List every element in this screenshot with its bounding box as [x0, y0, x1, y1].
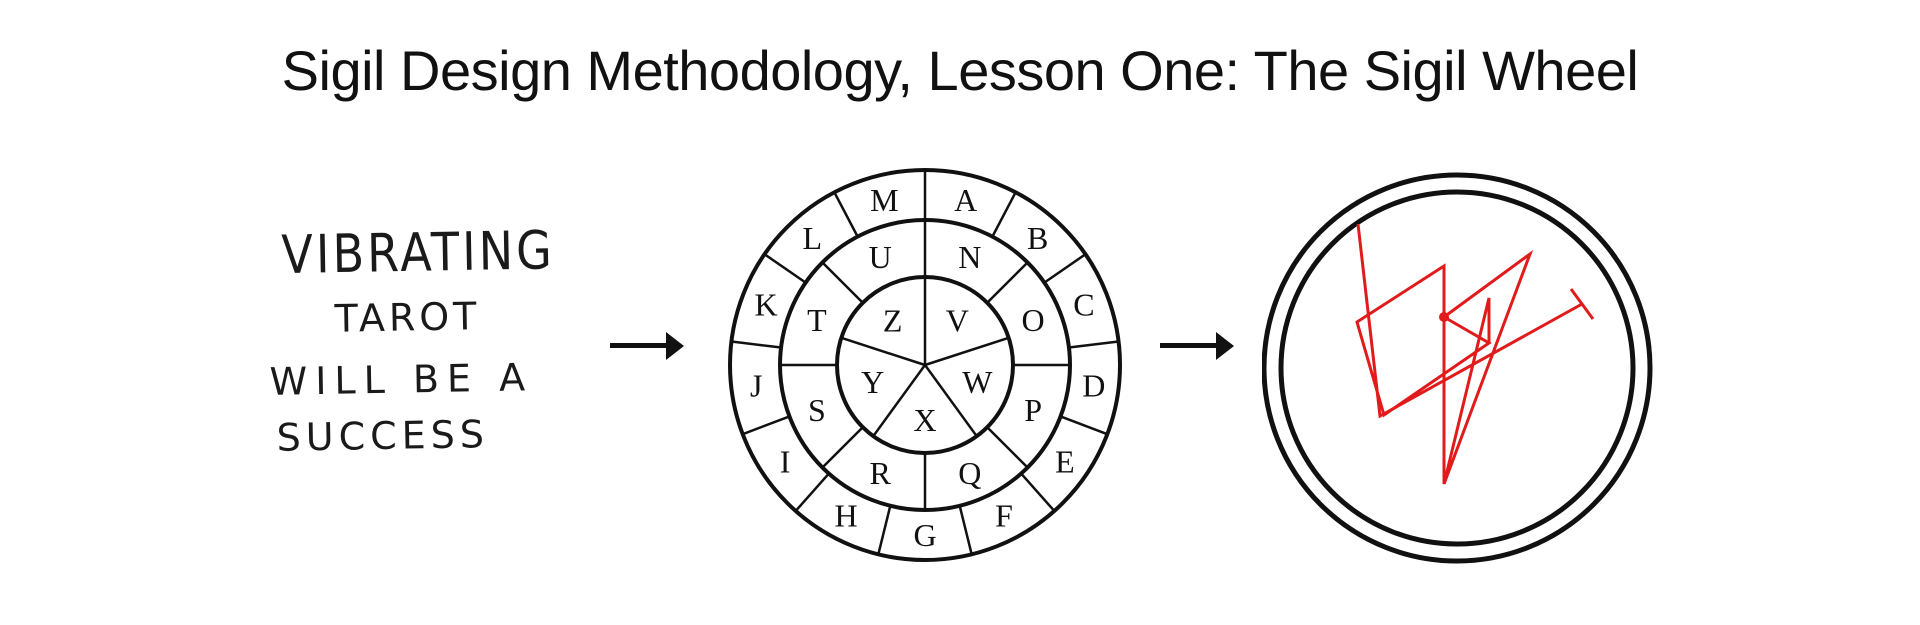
- wheel-divider: [991, 191, 1017, 238]
- wheel-lines: [728, 168, 1122, 562]
- wheel-divider: [924, 336, 1010, 367]
- wheel-letter: J: [750, 367, 762, 403]
- statement-line-4: SUCCESS: [276, 412, 490, 460]
- wheel-divider: [731, 340, 782, 349]
- wheel-divider: [833, 191, 859, 238]
- wheel-letter: U: [869, 239, 892, 275]
- wheel-divider: [821, 261, 864, 304]
- wheel-letter: M: [870, 182, 898, 218]
- wheel-divider: [1020, 472, 1056, 512]
- wheel-letter: L: [802, 220, 822, 256]
- wheel-letter: G: [913, 517, 936, 553]
- arrow-right-icon: [1160, 332, 1234, 360]
- wheel-divider: [923, 364, 978, 437]
- wheel-letter: V: [946, 303, 969, 339]
- sigil-end-bar: [1569, 288, 1595, 320]
- wheel-letter: I: [780, 444, 791, 480]
- wheel-letter: E: [1055, 444, 1075, 480]
- wheel-divider: [742, 415, 790, 436]
- sigil-inner-ring: [1278, 189, 1636, 547]
- wheel-letter: Y: [861, 364, 884, 400]
- sigil-path: [1355, 223, 1595, 485]
- wheel-letter: W: [962, 364, 993, 400]
- wheel-divider: [986, 261, 1029, 304]
- wheel-letter: C: [1073, 287, 1094, 323]
- statement-line-2: TAROT: [334, 294, 481, 341]
- wheel-letter: X: [913, 402, 936, 438]
- wheel-divider: [958, 505, 973, 555]
- sigil-outer-ring: [1262, 172, 1653, 564]
- wheel-divider: [872, 364, 927, 437]
- wheel-letter: N: [958, 239, 981, 275]
- arrow-right-icon: [610, 332, 684, 360]
- wheel-divider: [877, 505, 892, 555]
- wheel-divider: [1043, 253, 1087, 284]
- wheel-letter: Z: [883, 303, 903, 339]
- sigil-stroke: [1355, 223, 1583, 485]
- wheel-divider: [763, 253, 807, 284]
- wheel-divider: [1060, 415, 1108, 436]
- wheel-divider: [821, 426, 864, 469]
- wheel-divider: [794, 472, 830, 512]
- wheel-letter: S: [808, 392, 826, 428]
- handwritten-statement: VIBRATING TAROT WILL BE A SUCCESS: [253, 219, 617, 460]
- sigil-drawing: [1262, 172, 1653, 564]
- wheel-letter: R: [870, 455, 892, 491]
- page-title: Sigil Design Methodology, Lesson One: Th…: [281, 39, 1639, 102]
- wheel-divider: [986, 426, 1029, 469]
- wheel-letter: F: [995, 498, 1013, 534]
- wheel-letter: O: [1022, 302, 1045, 338]
- wheel-letter: K: [754, 287, 777, 323]
- sigil-start-dot: [1439, 312, 1449, 322]
- wheel-letter: B: [1027, 220, 1048, 256]
- wheel-letter: T: [807, 302, 827, 338]
- wheel-divider: [1068, 340, 1119, 349]
- wheel-letter: A: [954, 182, 977, 218]
- wheel-letter: P: [1024, 392, 1042, 428]
- wheel-divider: [840, 336, 926, 367]
- wheel-letter: Q: [958, 455, 981, 491]
- wheel-letter: H: [834, 498, 857, 534]
- wheel-letter: D: [1082, 367, 1105, 403]
- statement-line-3: WILL BE A: [269, 355, 534, 404]
- statement-line-1: VIBRATING: [280, 218, 556, 286]
